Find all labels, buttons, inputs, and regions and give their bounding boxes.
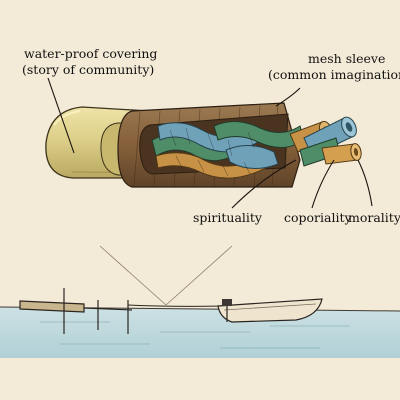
boat-motor [222,299,232,306]
spirituality-label: spirituality [193,210,263,225]
covering-label-line1: water-proof covering [24,46,157,61]
boat [217,298,323,323]
diagram-labels: water-proof covering (story of community… [22,46,400,225]
morality-leader-line [357,159,373,207]
perspective-lines [99,245,233,306]
mesh-sleeve-label-line2: (common imagination) [268,67,400,82]
cable-illustration [45,102,362,188]
dock [19,288,133,334]
water-ripples [40,321,350,349]
covering-leader-line [47,77,75,154]
water [0,307,400,358]
spirituality-leader-line [231,159,297,209]
coporiality-label: coporiality [284,210,352,225]
mooring-rope [127,304,225,307]
morality-label: morality [348,210,400,225]
leader-lines [47,77,373,209]
covering-label-line2: (story of community) [22,62,154,77]
mesh-leader-line [275,87,301,107]
strand-ends [289,116,362,167]
mesh-sleeve-label-line1: mesh sleeve [308,51,385,66]
braided-strands [151,121,305,179]
dock-scene [0,245,400,358]
coporiality-leader-line [311,159,335,209]
